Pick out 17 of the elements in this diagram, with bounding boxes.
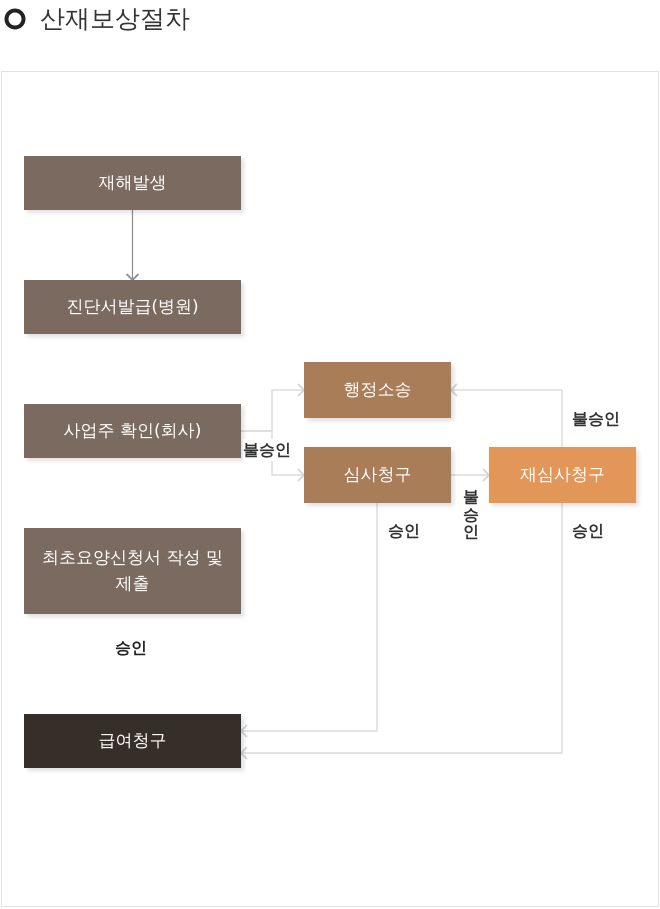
process-box: 급여청구 xyxy=(24,714,241,768)
connector-arrow xyxy=(240,503,378,738)
process-box: 재심사청구 xyxy=(489,447,636,503)
connector-arrow xyxy=(450,383,563,447)
title: 산재보상절차 xyxy=(40,6,190,31)
connector-arrow xyxy=(126,210,140,281)
connector-arrow xyxy=(451,468,490,482)
process-box: 재해발생 xyxy=(24,156,241,210)
process-box: 최초요양신청서 작성 및 제출 xyxy=(24,528,241,614)
process-box: 행정소송 xyxy=(304,362,451,418)
note-label: 승인 xyxy=(115,637,147,659)
process-box: 심사청구 xyxy=(304,447,451,503)
connector-arrow xyxy=(240,503,563,760)
edge-label: 불승인 xyxy=(243,439,291,461)
edge-label: 불승인 xyxy=(463,488,479,541)
process-box: 진단서발급(병원) xyxy=(24,280,241,334)
process-box: 사업주 확인(회사) xyxy=(24,404,241,458)
